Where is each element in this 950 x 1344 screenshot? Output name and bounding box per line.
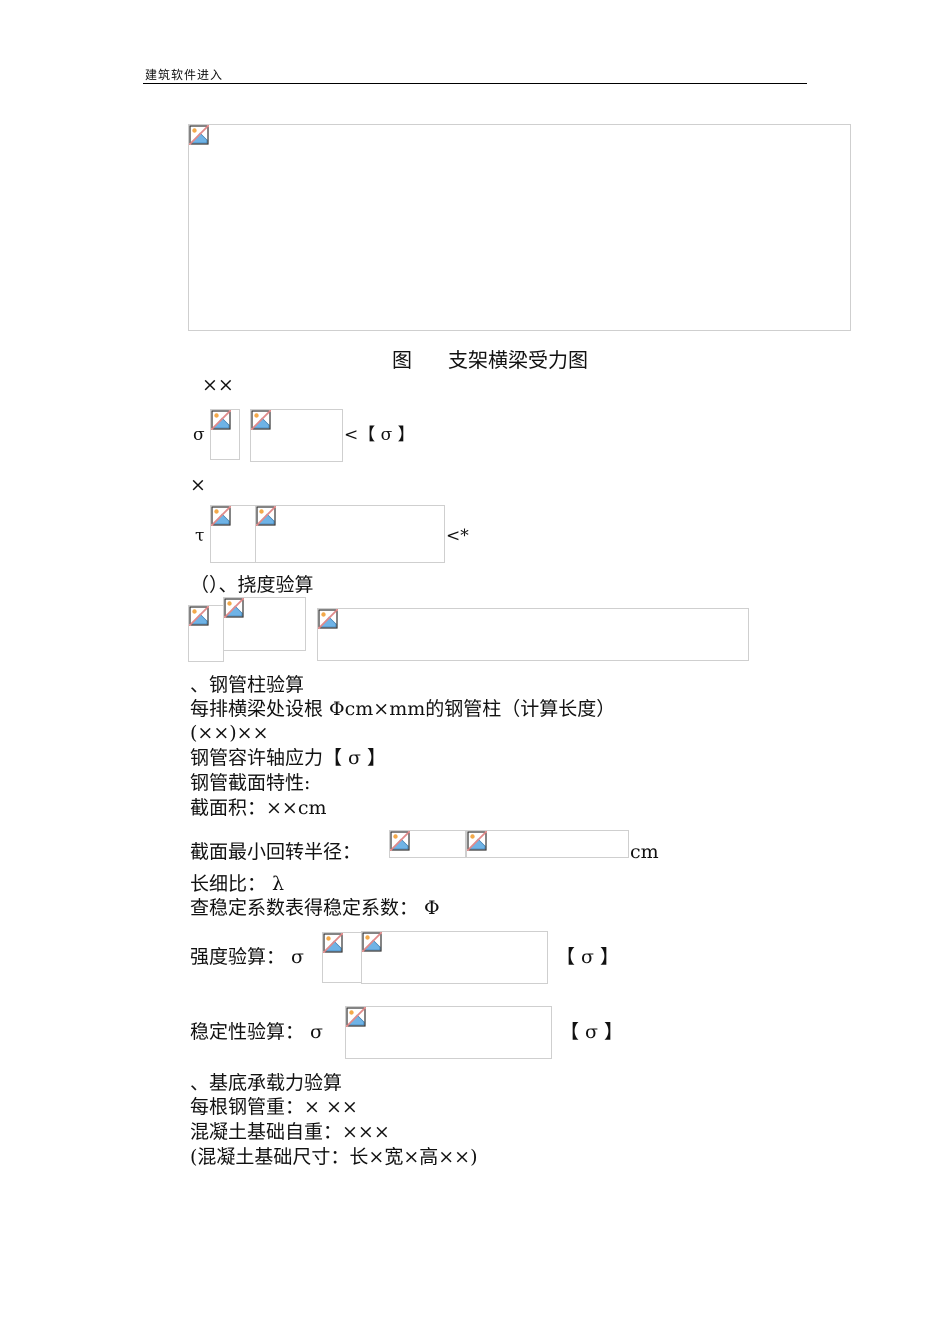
- formula-image: [210, 505, 256, 563]
- radius-label: 截面最小回转半径：: [190, 841, 362, 863]
- slenderness-line: 长细比： λ: [190, 873, 285, 895]
- broken-image-icon: [256, 506, 276, 526]
- formula-image: [250, 409, 343, 462]
- formula-image: [210, 409, 240, 460]
- column-line-5: 截面积：××cm: [190, 797, 327, 819]
- radius-unit: cm: [630, 841, 659, 863]
- formula-image: [466, 830, 629, 858]
- formula-image: [361, 931, 548, 984]
- column-line-4: 钢管截面特性:: [190, 772, 311, 794]
- broken-image-icon: [189, 606, 209, 626]
- figure-caption-prefix: 图: [392, 348, 412, 372]
- formula-image: [345, 1006, 552, 1059]
- foundation-line-3: (混凝土基础尺寸：长×宽×高××): [190, 1146, 478, 1168]
- foundation-line-1: 每根钢管重：× ××: [190, 1096, 358, 1118]
- strength-check-label: 强度验算： σ: [190, 946, 305, 968]
- column-line-2: (××)××: [190, 722, 269, 744]
- broken-image-icon: [323, 933, 343, 953]
- formula-image: [188, 605, 224, 662]
- broken-image-icon: [251, 410, 271, 430]
- formula-image: [322, 932, 362, 983]
- foundation-check-heading: 、基底承载力验算: [190, 1072, 343, 1094]
- column-check-heading: 、钢管柱验算: [190, 674, 305, 696]
- broken-image-icon: [390, 831, 410, 851]
- formula-image: [255, 505, 445, 563]
- broken-image-icon: [318, 609, 338, 629]
- deflection-heading: （）、挠度验算: [190, 574, 314, 596]
- sigma-label: σ: [193, 425, 205, 445]
- column-line-3: 钢管容许轴应力【 σ 】: [190, 747, 387, 769]
- header-divider: [143, 83, 807, 84]
- column-line-1: 每排横梁处设根 Φcm×mm的钢管柱（计算长度）: [190, 698, 616, 720]
- formula-image: [223, 597, 306, 651]
- broken-image-icon: [346, 1007, 366, 1027]
- broken-image-icon: [467, 831, 487, 851]
- broken-image-icon: [362, 932, 382, 952]
- stability-check-compare: 【 σ 】: [560, 1021, 624, 1043]
- page-header-title: 建筑软件进入: [145, 68, 224, 82]
- formula-image: [389, 830, 466, 858]
- sigma-compare: <【 σ 】: [344, 425, 415, 445]
- stability-coefficient-line: 查稳定系数表得稳定系数： Φ: [190, 897, 440, 919]
- foundation-line-2: 混凝土基础自重：×××: [190, 1121, 390, 1143]
- stability-check-label: 稳定性验算： σ: [190, 1021, 324, 1043]
- tau-label: τ: [195, 526, 205, 546]
- beam-xx-line: ××: [202, 374, 234, 396]
- broken-image-icon: [224, 598, 244, 618]
- broken-image-icon: [211, 506, 231, 526]
- formula-image: [317, 608, 749, 661]
- broken-image-icon: [211, 410, 231, 430]
- broken-image-icon: [189, 125, 209, 145]
- figure-image: [188, 124, 851, 331]
- strength-check-compare: 【 σ 】: [556, 946, 620, 968]
- figure-caption-title: 支架横梁受力图: [448, 348, 588, 372]
- tau-compare: <*: [446, 526, 469, 546]
- beam-x-line: ×: [190, 474, 206, 496]
